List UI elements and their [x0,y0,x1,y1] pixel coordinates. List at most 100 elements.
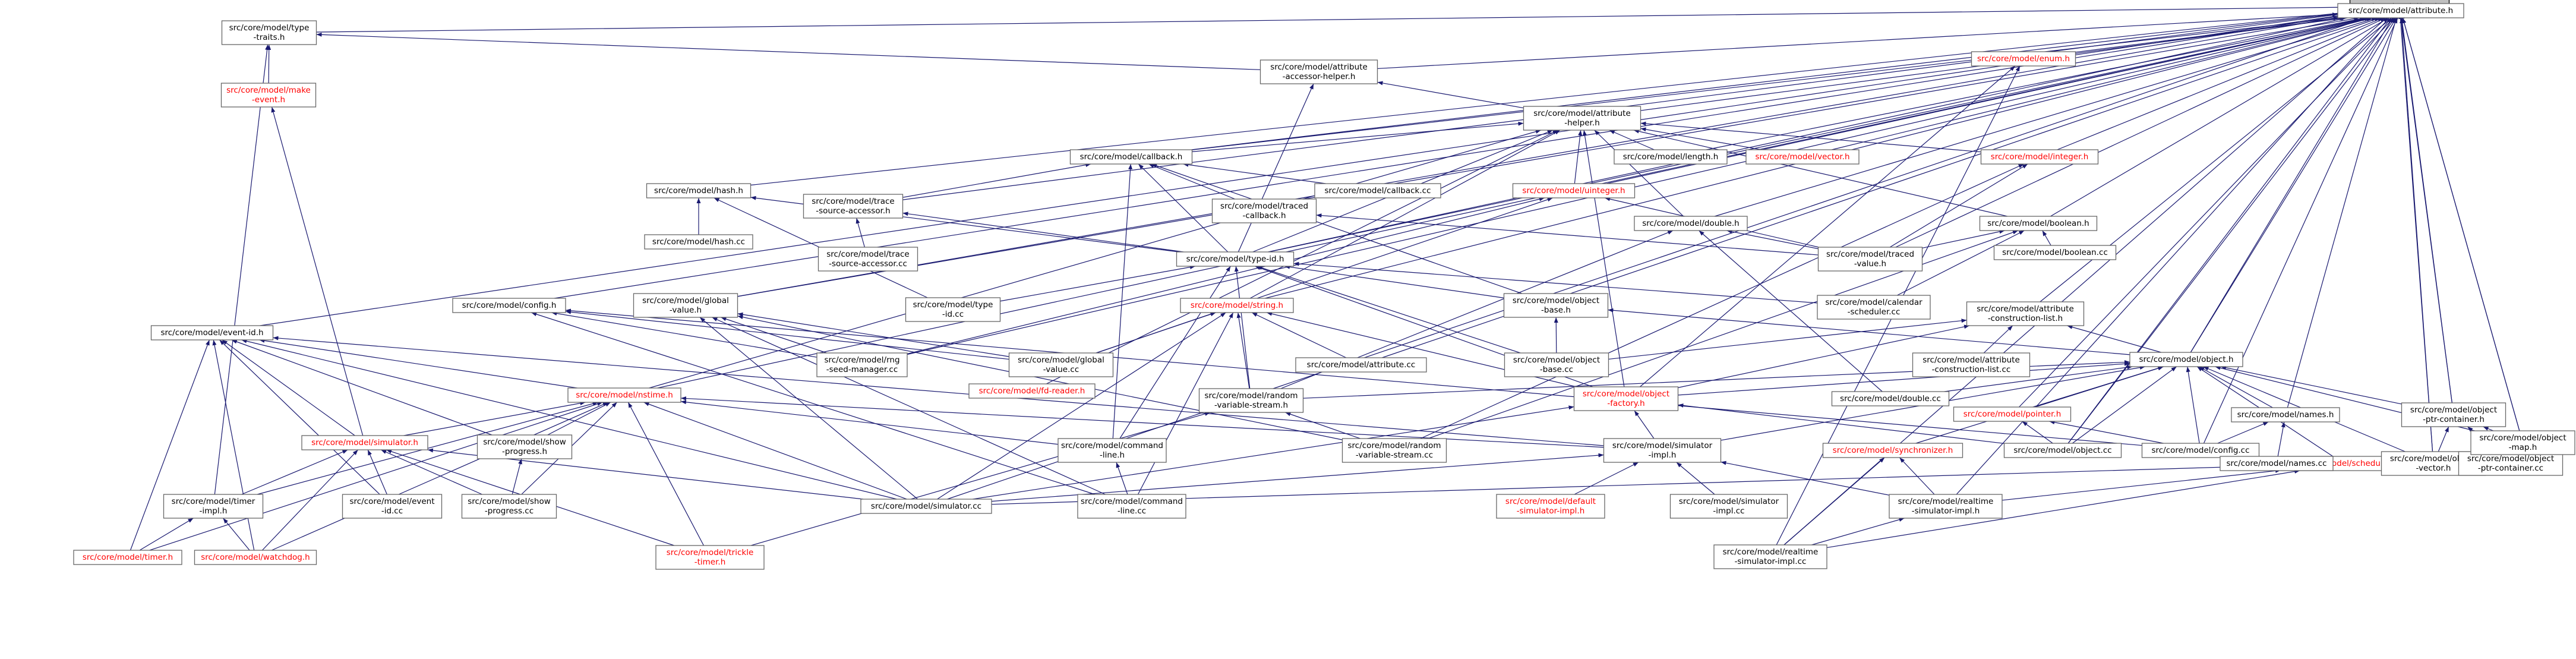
node-enum[interactable]: src/core/model/enum.h [1971,51,2076,67]
node-box [1198,388,1304,413]
node-box [1008,352,1114,377]
node-default-sim-impl[interactable]: src/core/model/default-simulator-impl.h [1496,494,1605,519]
node-type-id[interactable]: src/core/model/type-id.h [1176,251,1295,267]
node-type-traits[interactable]: src/core/model/type-traits.h [221,20,317,45]
node-command-line-h[interactable]: src/core/model/command-line.h [1057,438,1167,463]
node-trace-accessor-cc[interactable]: src/core/model/trace-source-accessor.cc [817,247,918,272]
edge-object-map-to-object-ptr-container [2483,426,2494,431]
node-timer-h[interactable]: src/core/model/timer.h [73,550,182,565]
edge-object-ptr-container-to-attribute [2400,17,2452,403]
node-event-id[interactable]: src/core/model/event-id.h [150,325,274,340]
node-label: src/core/model/default [1505,497,1596,506]
node-attribute-cc[interactable]: src/core/model/attribute.cc [1295,357,1427,373]
node-object-map[interactable]: src/core/model/object-map.h [2470,430,2575,455]
edge-line [627,402,704,546]
node-watchdog[interactable]: src/core/model/watchdog.h [194,550,317,565]
edge-watchdog-to-simulator-h [262,449,358,551]
node-synchronizer[interactable]: src/core/model/synchronizer.h [1822,443,1963,458]
node-fd-reader[interactable]: src/core/model/fd-reader.h [968,383,1096,399]
node-string[interactable]: src/core/model/string.h [1180,298,1294,313]
edge-line [2190,17,2397,353]
edge-command-line-cc-to-command-line-h [1116,462,1128,495]
node-box [1180,298,1294,313]
edge-simulator-cc-to-simulator-impl [991,453,1604,502]
edge-show-progress-h-to-nstime [547,402,611,436]
node-event-id-cc[interactable]: src/core/model/event-id.cc [342,494,443,519]
edge-line [1899,457,1935,495]
node-object-base-cc[interactable]: src/core/model/object-base.cc [1504,352,1609,377]
node-object-base[interactable]: src/core/model/object-base.h [1503,293,1609,318]
node-attr-accessor[interactable]: src/core/model/attribute-accessor-helper… [1259,59,1378,84]
node-traced-value[interactable]: src/core/model/traced-value.h [1817,247,1923,272]
node-random-stream-cc[interactable]: src/core/model/random-variable-stream.cc [1341,438,1447,463]
edge-line [1234,266,1251,389]
node-random-stream[interactable]: src/core/model/random-variable-stream.h [1198,388,1304,413]
edge-line [381,449,482,495]
node-realtime-impl-cc[interactable]: src/core/model/realtime-simulator-impl.c… [1713,544,1827,569]
node-integer[interactable]: src/core/model/integer.h [1980,149,2099,165]
node-double-cc[interactable]: src/core/model/double.cc [1831,391,1950,406]
node-box [1504,352,1609,377]
node-simulator-cc[interactable]: src/core/model/simulator.cc [860,499,992,514]
node-simulator-impl-cc[interactable]: src/core/model/simulator-impl.cc [1669,494,1788,519]
node-simulator-h[interactable]: src/core/model/simulator.h [301,435,428,450]
node-box [1980,149,2099,165]
edge-line [130,339,210,551]
node-config[interactable]: src/core/model/config.h [452,298,566,313]
node-nstime[interactable]: src/core/model/nstime.h [567,387,681,403]
node-callback-cc[interactable]: src/core/model/callback.cc [1314,183,1441,198]
node-hash[interactable]: src/core/model/hash.h [646,183,752,198]
node-boolean[interactable]: src/core/model/boolean.h [1979,216,2098,231]
node-length[interactable]: src/core/model/length.h [1614,149,1728,165]
node-box [1745,149,1860,165]
node-label: src/core/model/type [229,23,310,33]
node-trace-accessor[interactable]: src/core/model/trace-source-accessor.h [803,194,904,219]
node-global-value[interactable]: src/core/model/global-value.h [633,293,738,318]
node-pointer[interactable]: src/core/model/pointer.h [1953,406,2072,422]
node-uinteger[interactable]: src/core/model/uinteger.h [1512,183,1636,198]
node-object-ptr-container-cc[interactable]: src/core/model/object-ptr-container.cc [2458,451,2564,476]
node-attr-helper[interactable]: src/core/model/attribute-helper.h [1523,106,1641,131]
node-object-factory[interactable]: src/core/model/object-factory.h [1573,386,1679,411]
node-callback[interactable]: src/core/model/callback.h [1069,149,1193,165]
node-calendar[interactable]: src/core/model/calendar-scheduler.cc [1817,295,1931,320]
node-boolean-cc[interactable]: src/core/model/boolean.cc [1993,245,2117,260]
node-attribute[interactable]: src/core/model/attribute.h [2337,3,2464,18]
node-simulator-impl[interactable]: src/core/model/simulator-impl.h [1603,438,1722,463]
node-names-h[interactable]: src/core/model/names.h [2231,407,2340,422]
node-config-cc[interactable]: src/core/model/config.cc [2141,443,2260,458]
edge-names-h-to-ptr [2287,13,2398,408]
node-attr-ctor-cc[interactable]: src/core/model/attribute-construction-li… [1912,352,2031,377]
node-box [1912,352,2031,377]
node-show-progress-h[interactable]: src/core/model/show-progress.h [476,434,573,459]
node-object-ptr-container[interactable]: src/core/model/object-ptr-container.h [2401,402,2506,427]
node-hash-cc[interactable]: src/core/model/hash.cc [644,234,753,250]
edge-line [1634,410,1655,439]
edge-simulator-h-to-event-id [222,339,355,436]
node-rng-seed[interactable]: src/core/model/rng-seed-manager.cc [816,352,908,377]
node-global-value-cc[interactable]: src/core/model/global-value.cc [1008,352,1114,377]
node-names-cc[interactable]: src/core/model/names.cc [2220,456,2334,471]
node-command-line-cc[interactable]: src/core/model/command-line.cc [1077,494,1186,519]
node-box [1831,391,1950,406]
node-realtime-impl-h[interactable]: src/core/model/realtime-simulator-impl.h [1889,494,2003,519]
node-traced-callback[interactable]: src/core/model/traced-callback.h [1211,198,1317,223]
edge-simulator-cc-to-nstime [643,402,907,500]
node-box [1176,251,1295,267]
edge-line [902,212,1184,253]
node-object-h[interactable]: src/core/model/object.h [2129,352,2243,367]
node-object-vector[interactable]: src/core/model/object-vector.h [2381,451,2486,476]
node-vector[interactable]: src/core/model/vector.h [1745,149,1860,165]
edge-attr-helper-to-attr-accessor [1377,81,1524,109]
node-box [1295,357,1427,373]
node-make-event[interactable]: src/core/model/make-event.h [220,83,317,108]
node-object-cc[interactable]: src/core/model/object.cc [2003,443,2122,458]
node-label: src/core/model/boolean.cc [2002,248,2108,257]
node-trickle[interactable]: src/core/model/trickle-timer.h [655,545,765,570]
node-timer-impl[interactable]: src/core/model/timer-impl.h [163,494,264,519]
node-attr-ctor[interactable]: src/core/model/attribute-construction-li… [1966,301,2085,326]
node-double-h[interactable]: src/core/model/double.h [1634,216,1748,231]
edge-line [2400,17,2452,403]
node-show-progress-cc[interactable]: src/core/model/show-progress.cc [461,494,557,519]
node-type-id-cc[interactable]: src/core/model/type-id.cc [905,297,1001,322]
